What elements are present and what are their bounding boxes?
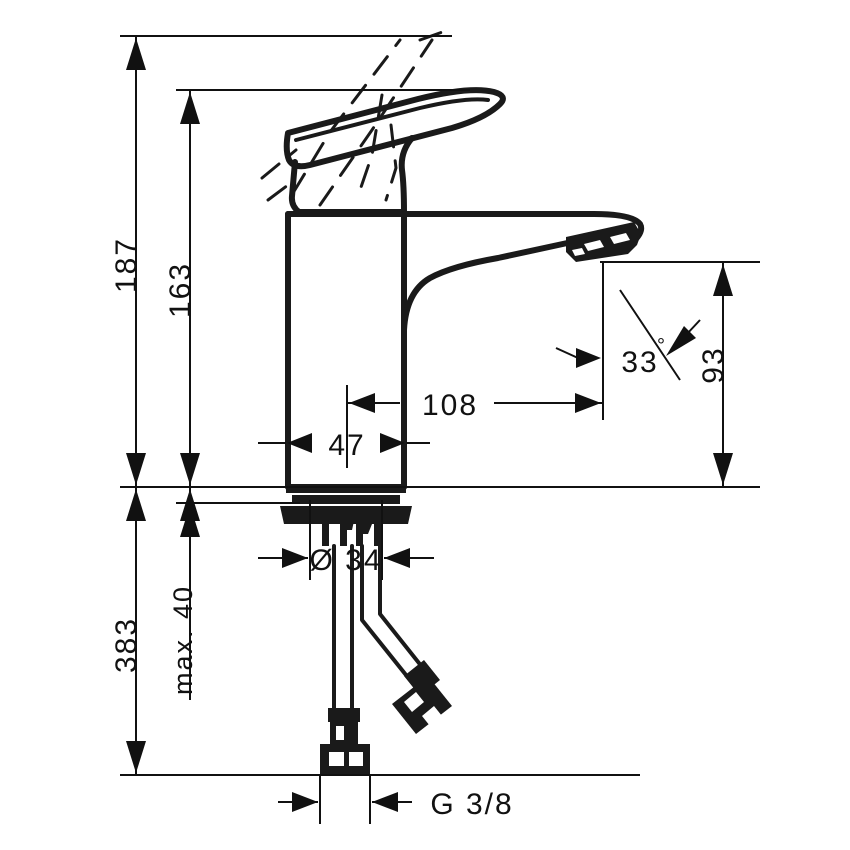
supply-hoses [320,544,452,775]
dimension-187-label: 187 [110,237,143,293]
dimension-max-40-label: max. 40 [168,585,198,695]
dimension-angle-33: 33 ° [555,262,701,420]
aerator [566,222,641,262]
mounting-assembly [280,487,412,546]
dimension-163: 163 [164,90,200,487]
dimension-108: 108 [346,330,604,468]
dimension-93: 93 [697,262,733,487]
dimension-hole-diameter-label: Ø 34 [309,544,382,577]
dimension-108-label: 108 [422,389,478,422]
dimension-47: 47 [258,429,430,462]
spout [401,211,645,333]
dimension-g38: G 3/8 [278,775,513,824]
reference-lines [120,35,760,776]
dimension-163-label: 163 [164,262,197,318]
degree-symbol-icon: ° [657,335,667,357]
dimension-max-40: max. 40 [168,487,200,700]
faucet-product-geometry [260,28,645,775]
dimension-g38-label: G 3/8 [430,788,513,821]
dimension-383: 383 [110,487,146,775]
dimension-187: 187 [110,36,146,521]
dimension-hole-diameter: Ø 34 [258,500,434,580]
dimension-angle-33-label: 33 [621,346,658,379]
dimension-93-label: 93 [697,346,730,383]
dimension-383-label: 383 [110,617,143,673]
